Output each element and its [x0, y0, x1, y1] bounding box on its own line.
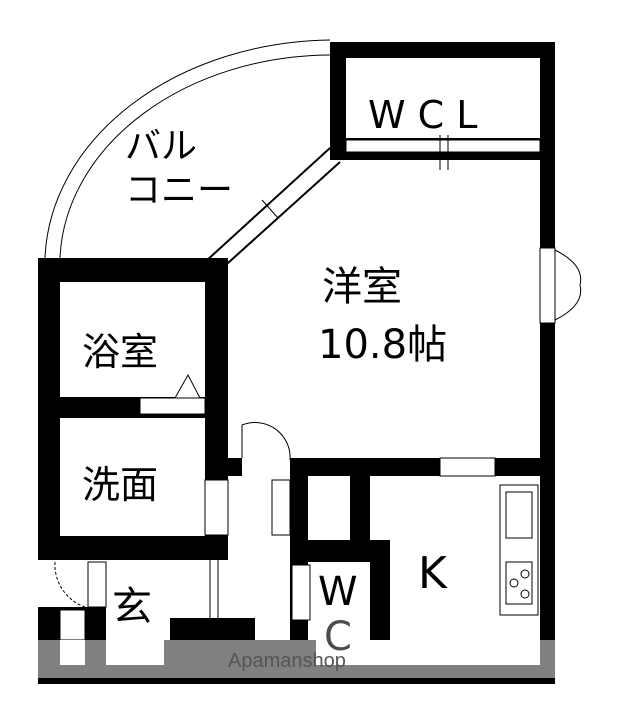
shoe-box [59, 609, 86, 641]
washroom-label: 洗面 [82, 463, 158, 507]
watermark: Apamanshop [228, 650, 346, 672]
right-wall [540, 42, 555, 682]
burner-icon [520, 589, 530, 599]
window-right [539, 247, 556, 324]
wcl-interior [346, 58, 540, 138]
entrance-door-swing [54, 561, 89, 609]
balcony-label: バル [125, 126, 197, 167]
balcony-railing [44, 39, 331, 259]
bathroom-interior [60, 282, 205, 397]
western-room-label: 洋室 [322, 264, 402, 310]
band-gap [316, 640, 370, 665]
kitchen-left-wall [350, 476, 370, 546]
closet-door [271, 479, 291, 536]
entrance-pillar [87, 561, 107, 608]
entrance-label: 玄 [112, 584, 152, 630]
toilet-label-w: W [318, 569, 358, 615]
western-room-size: 10.8帖 [318, 322, 447, 368]
bath-door-triangle [174, 373, 201, 399]
washroom-interior [60, 418, 205, 536]
wash-door [204, 479, 229, 536]
band-gap [60, 640, 85, 665]
wc-right-wall [370, 540, 390, 650]
entrance-wall-top [38, 540, 228, 560]
wc-door [291, 564, 311, 621]
balcony-railing-inner [59, 54, 331, 259]
wcl-label: W C L [368, 93, 477, 137]
room-door-opening [242, 458, 290, 476]
wc-top-wall [290, 540, 390, 562]
door-mark [261, 199, 279, 219]
bath-door [139, 397, 206, 415]
band-gap [106, 640, 164, 665]
room-door-swing [241, 421, 291, 461]
bathroom-label: 浴室 [82, 330, 158, 374]
burner-icon [520, 569, 530, 579]
wc-interior [316, 562, 370, 642]
kitchen-window [439, 457, 496, 477]
balcony-label-2: コニー [125, 170, 233, 211]
band-gap [370, 640, 540, 665]
bottom-wall [38, 678, 555, 684]
wcl-door [345, 139, 541, 153]
sink-icon [505, 491, 533, 539]
burner-icon [509, 578, 519, 588]
toilet-label-c: C [324, 614, 352, 660]
diagonal-window [204, 147, 341, 273]
entrance-wall-bottom [170, 618, 255, 642]
window-sash [554, 249, 582, 321]
kitchen-label: K [418, 548, 448, 599]
